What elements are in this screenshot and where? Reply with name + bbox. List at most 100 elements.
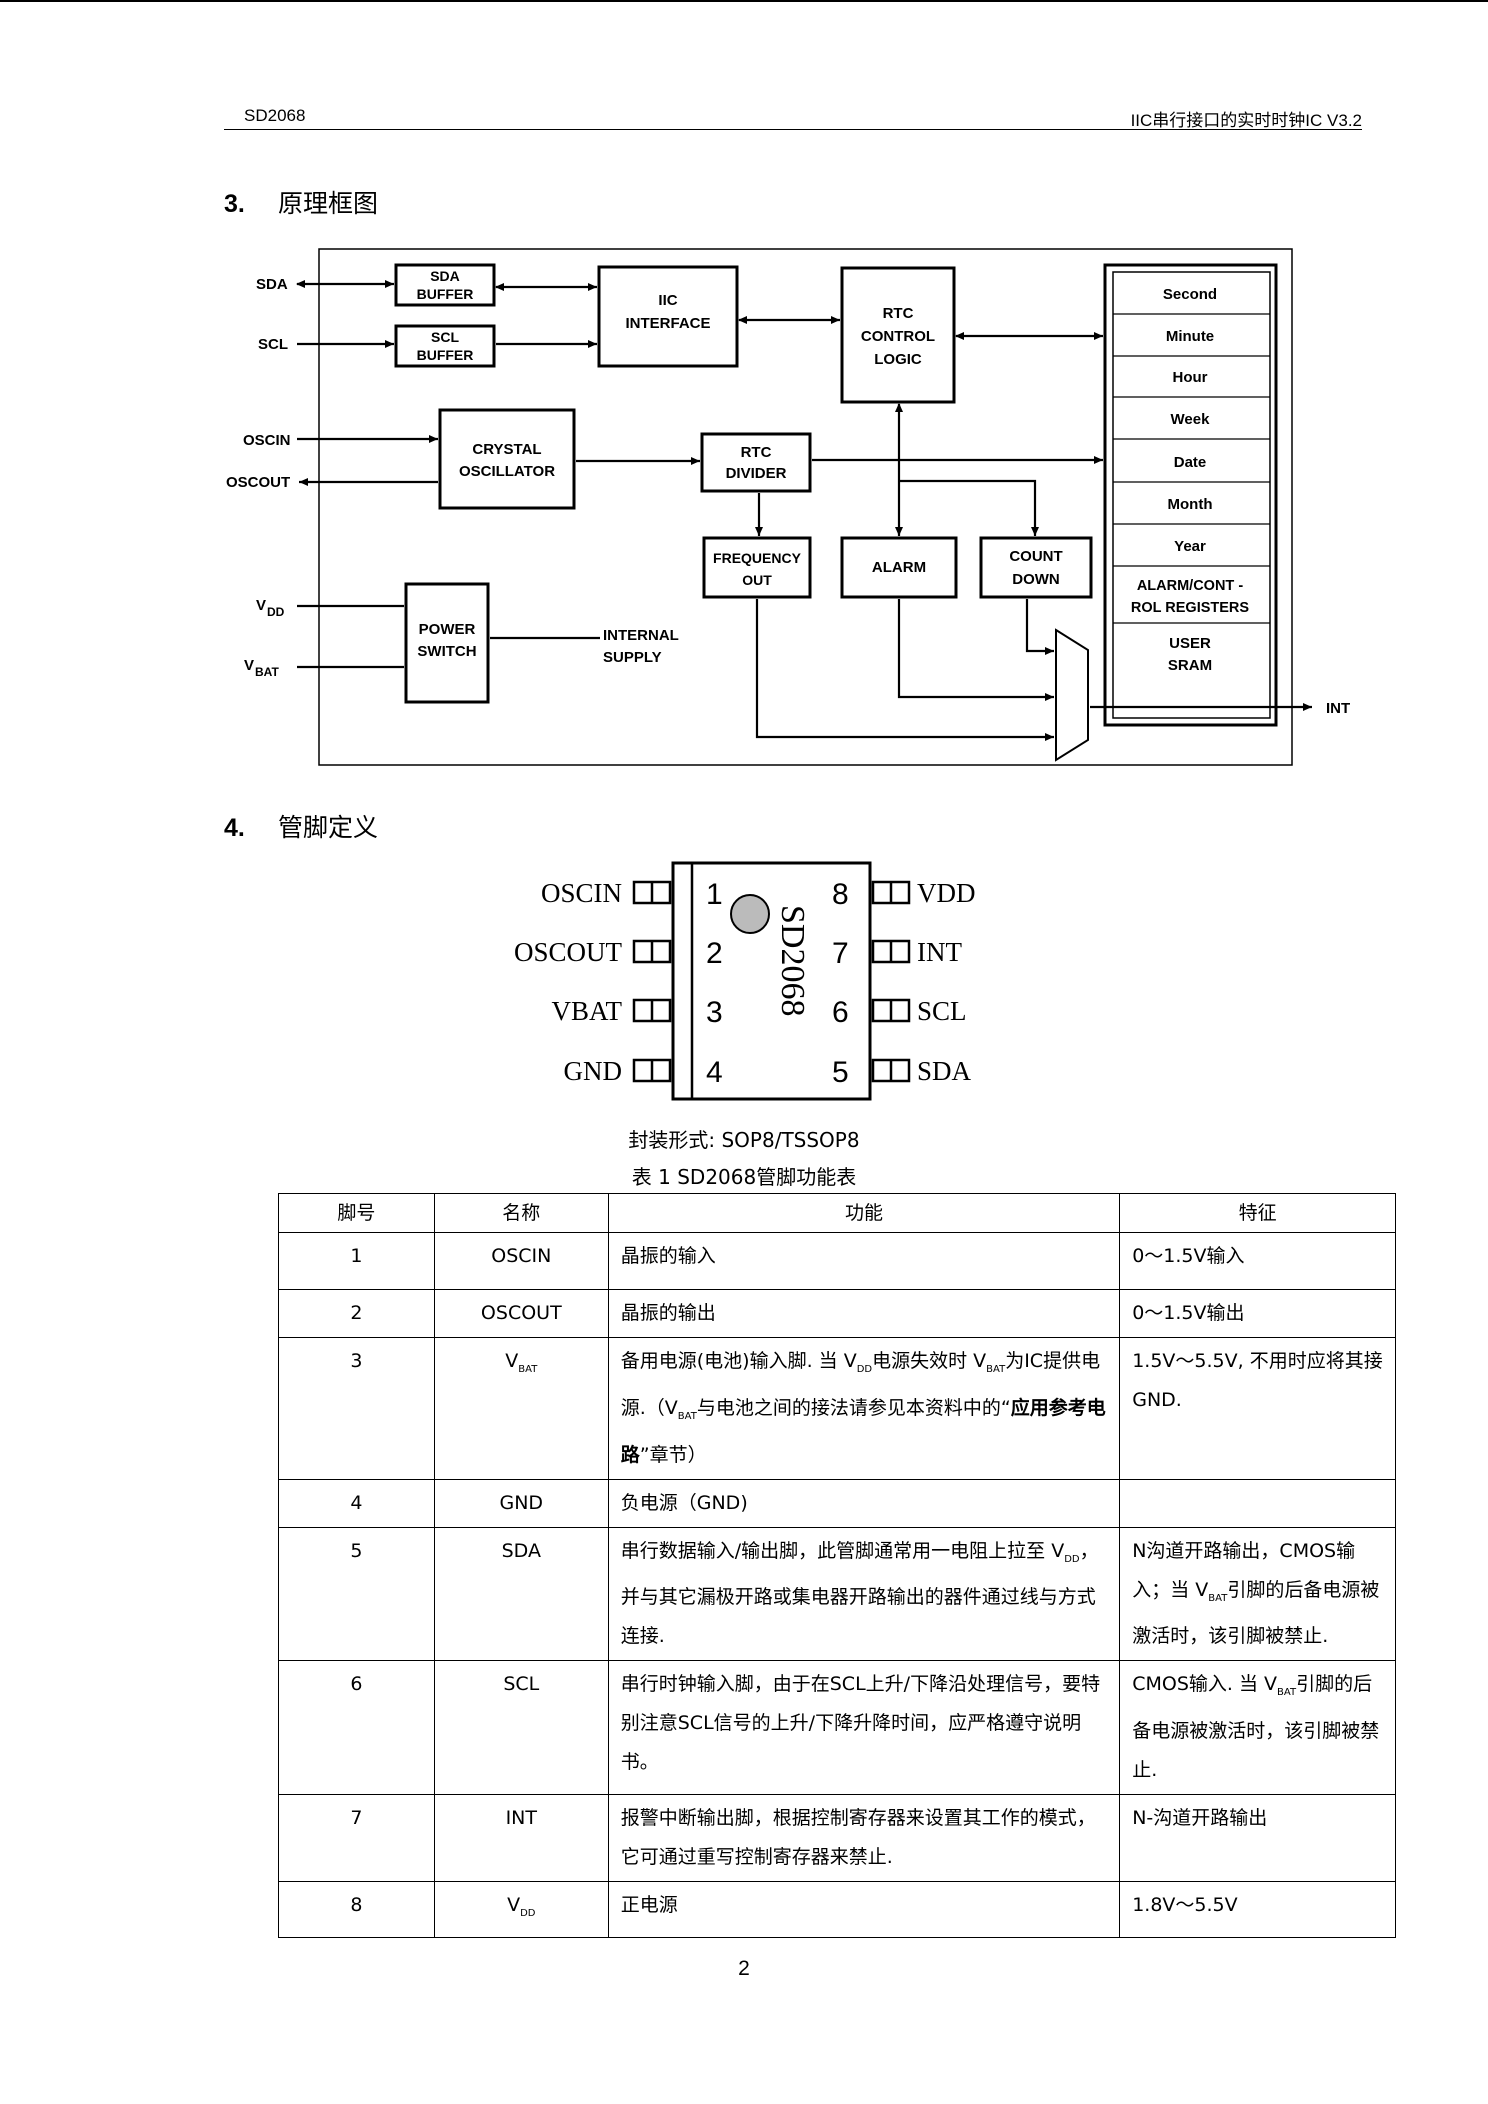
signal-label-sda: SDA	[256, 276, 288, 293]
svg-text:FREQUENCY: FREQUENCY	[713, 550, 802, 566]
section-3-heading: 3. 原理框图	[224, 184, 378, 220]
cell-pin-no: 1	[278, 1232, 435, 1290]
signal-label-vbat: V BAT	[244, 657, 279, 679]
table-row: 4 GND 负电源（GND)	[278, 1478, 1396, 1528]
svg-text:CONTROL: CONTROL	[861, 328, 935, 345]
cell-name: GND	[433, 1478, 609, 1528]
register-alarm-control: ALARM/CONT -	[1137, 578, 1243, 594]
pinout-diagram: SD2068 OSCIN OSCOUT VBAT GND 1 2 3 4 8 7…	[514, 861, 976, 1101]
rtc-divider-block: RTC DIVIDER	[700, 432, 812, 493]
table-row: 3 VBAT 备用电源(电池)输入脚. 当 VDD电源失效时 VBAT为IC提供…	[278, 1337, 1396, 1480]
pin-number-1: 1	[706, 878, 723, 911]
col-header-pin-no: 脚号	[278, 1193, 435, 1233]
svg-text:INTERFACE: INTERFACE	[625, 315, 710, 332]
svg-text:INTERNAL: INTERNAL	[603, 627, 679, 644]
pin-name-gnd: GND	[564, 1056, 623, 1086]
cell-pin-no: 4	[278, 1478, 435, 1528]
svg-text:RTC: RTC	[883, 305, 914, 322]
svg-text:DD: DD	[267, 605, 285, 619]
pin-number-3: 3	[706, 996, 723, 1029]
cell-feature: N沟道开路输出，CMOS输入；当 VBAT引脚的后备电源被激活时，该引脚被禁止.	[1119, 1526, 1396, 1662]
svg-text:V: V	[244, 657, 254, 674]
crystal-oscillator-block: CRYSTAL OSCILLATOR	[438, 408, 576, 510]
cell-pin-no: 8	[278, 1881, 435, 1938]
svg-text:SWITCH: SWITCH	[417, 643, 476, 660]
package-caption: 封装形式: SOP8/TSSOP8	[628, 1128, 860, 1152]
cell-feature: 1.8V～5.5V	[1119, 1881, 1396, 1938]
cell-name: SCL	[433, 1660, 609, 1796]
table-row: 5 SDA 串行数据输入/输出脚，此管脚通常用一电阻上拉至 VDD，并与其它漏极…	[278, 1526, 1396, 1662]
cell-pin-no: 6	[278, 1660, 435, 1796]
col-header-function: 功能	[607, 1193, 1121, 1233]
pin-number-7: 7	[832, 937, 849, 970]
power-switch-block: POWER SWITCH	[404, 582, 490, 704]
svg-text:DOWN: DOWN	[1012, 571, 1060, 588]
signal-label-oscin: OSCIN	[243, 432, 291, 449]
pin-name-vbat: VBAT	[551, 996, 622, 1026]
pin-number-2: 2	[706, 937, 723, 970]
register-week: Week	[1171, 411, 1211, 428]
pin-name-vdd: VDD	[917, 878, 976, 908]
header-doc-id: SD2068	[244, 106, 306, 125]
scl-buffer-block: SCL BUFFER	[394, 324, 496, 368]
svg-text:SUPPLY: SUPPLY	[603, 649, 662, 666]
section-4-heading: 4.管脚定义	[224, 808, 378, 844]
register-alarm-control-2: ROL REGISTERS	[1131, 600, 1249, 616]
cell-pin-no: 3	[278, 1337, 435, 1480]
chip-body	[671, 861, 872, 1101]
svg-text:ALARM: ALARM	[872, 559, 926, 576]
cell-feature: 0～1.5V输出	[1119, 1289, 1396, 1338]
pin1-marker	[730, 894, 770, 934]
svg-text:LOGIC: LOGIC	[874, 351, 922, 368]
pin-name-int: INT	[917, 937, 962, 967]
register-user-sram-2: SRAM	[1168, 657, 1212, 674]
cell-feature	[1119, 1478, 1396, 1528]
output-mux	[1055, 628, 1089, 762]
iic-interface-block: IIC INTERFACE	[597, 265, 739, 368]
table-caption: 表 1 SD2068管脚功能表	[631, 1165, 857, 1189]
pin-number-6: 6	[832, 996, 849, 1029]
cell-feature: N-沟道开路输出	[1119, 1794, 1396, 1883]
cell-function: 晶振的输出	[607, 1289, 1121, 1338]
section-number: 4.	[224, 814, 245, 842]
count-down-block: COUNT DOWN	[979, 536, 1093, 599]
svg-text:CRYSTAL: CRYSTAL	[472, 441, 541, 458]
svg-text:OSCILLATOR: OSCILLATOR	[459, 463, 555, 480]
register-second: Second	[1163, 286, 1217, 303]
pin-name-scl: SCL	[917, 996, 967, 1026]
svg-text:V: V	[256, 597, 266, 614]
register-minute: Minute	[1166, 328, 1214, 345]
table-row: 8 VDD 正电源 1.8V～5.5V	[278, 1881, 1396, 1938]
svg-text:OUT: OUT	[742, 572, 772, 588]
pin-function-table: 脚号 名称 功能 特征 1 OSCIN 晶振的输入 0～1.5V输入 2 OSC…	[278, 1193, 1396, 1938]
pin-name-oscin: OSCIN	[541, 878, 622, 908]
svg-text:RTC: RTC	[741, 444, 772, 461]
pin-number-4: 4	[706, 1056, 723, 1089]
signal-label-oscout: OSCOUT	[226, 474, 290, 491]
signal-label-scl: SCL	[258, 336, 288, 353]
page-top-border	[0, 0, 1488, 2]
col-header-name: 名称	[433, 1193, 609, 1233]
register-month: Month	[1168, 496, 1213, 513]
svg-text:SDA: SDA	[430, 268, 460, 284]
section-number: 3.	[224, 190, 245, 218]
register-user-sram: USER	[1169, 635, 1211, 652]
cell-feature: 0～1.5V输入	[1119, 1232, 1396, 1290]
table-row: 7 INT 报警中断输出脚，根据控制寄存器来设置其工作的模式，它可通过重写控制寄…	[278, 1794, 1396, 1883]
cell-function: 串行数据输入/输出脚，此管脚通常用一电阻上拉至 VDD，并与其它漏极开路或集电器…	[607, 1526, 1121, 1662]
cell-feature: CMOS输入. 当 VBAT引脚的后备电源被激活时，该引脚被禁止.	[1119, 1660, 1396, 1796]
cell-pin-no: 5	[278, 1526, 435, 1662]
internal-supply-label: INTERNAL SUPPLY	[603, 627, 679, 666]
table-row: 2 OSCOUT 晶振的输出 0～1.5V输出	[278, 1289, 1396, 1338]
svg-text:COUNT: COUNT	[1009, 548, 1062, 565]
cell-function: 报警中断输出脚，根据控制寄存器来设置其工作的模式，它可通过重写控制寄存器来禁止.	[607, 1794, 1121, 1883]
col-header-feature: 特征	[1119, 1193, 1396, 1233]
cell-feature: 1.5V～5.5V, 不用时应将其接GND.	[1119, 1337, 1396, 1480]
register-stack: Second Minute Hour Week Date Month Year …	[1103, 263, 1278, 727]
section-title: 原理框图	[278, 189, 379, 218]
register-date: Date	[1174, 454, 1207, 471]
cell-name: VBAT	[433, 1337, 609, 1480]
svg-text:POWER: POWER	[419, 621, 476, 638]
block-diagram: SDA SCL OSCIN OSCOUT V DD V BAT SDA BUFF…	[226, 248, 1350, 766]
sda-buffer-block: SDA BUFFER	[394, 263, 496, 307]
